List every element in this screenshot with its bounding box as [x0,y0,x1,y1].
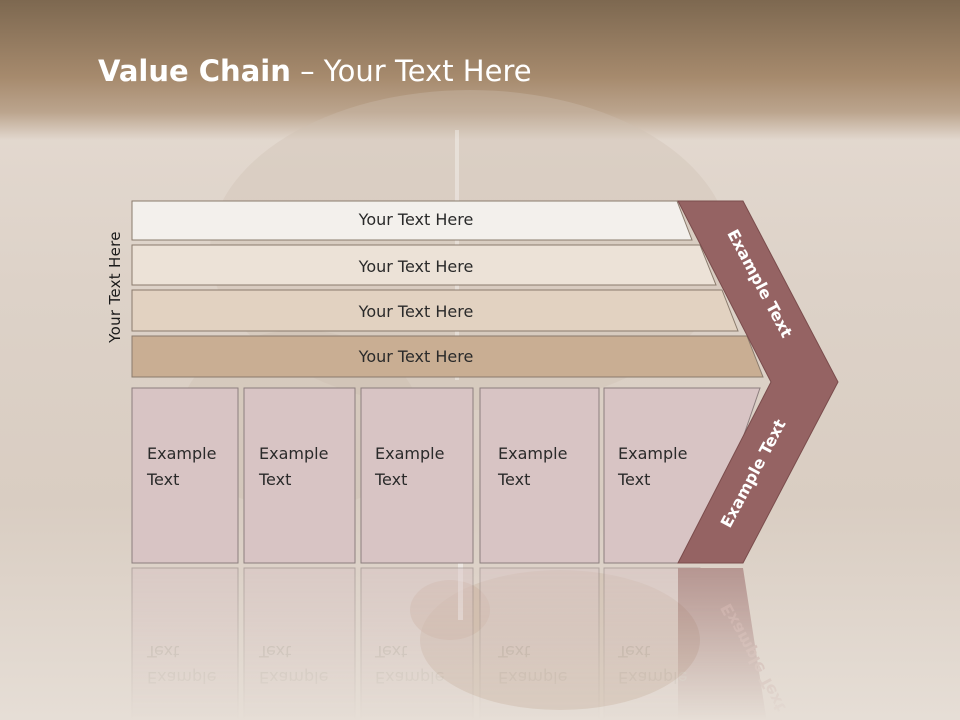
box-3-line2: Text [374,470,407,489]
margin-chevron [677,200,839,564]
reflection-box-1-line2: Text [146,642,179,661]
box-4-line1: Example [498,444,567,463]
title-bold: Value Chain [98,54,291,88]
reflection-box-5-line2: Text [617,642,650,661]
slide-title: Value Chain – Your Text Here [98,54,532,88]
box-1-line1: Example [147,444,216,463]
box-4-line2: Text [497,470,530,489]
band-2 [131,244,717,286]
band-1-label: Your Text Here [358,210,474,229]
band-4 [131,335,764,378]
reflection-chevron [678,568,767,720]
activity-box-4 [479,387,600,564]
reflection-box-5-line1: Example [618,668,687,687]
band-2-label: Your Text Here [358,257,474,276]
reflection-box-2-line1: Example [259,668,328,687]
box-5-line1: Example [618,444,687,463]
reflection-box-4 [479,567,600,720]
reflection-box-1 [131,567,239,720]
reflection-box-2-line2: Text [258,642,291,661]
box-3-line1: Example [375,444,444,463]
box-2-line1: Example [259,444,328,463]
box-1-line2: Text [146,470,179,489]
band-4-label: Your Text Here [358,347,474,366]
reflection-box-2 [243,567,356,720]
box-5-line2: Text [617,470,650,489]
activity-box-3 [360,387,474,564]
reflection: Example Text Example Text Example Text E… [131,567,790,720]
reflection-box-4-line1: Example [498,668,567,687]
reflection-box-1-line1: Example [147,668,216,687]
reflection-box-3 [360,567,474,720]
band-3 [131,289,739,332]
box-2-line2: Text [258,470,291,489]
activity-box-2 [243,387,356,564]
header-bar [0,0,960,140]
band-1 [131,200,693,241]
band-3-label: Your Text Here [358,302,474,321]
title-rest: – Your Text Here [290,54,532,88]
activity-box-1 [131,387,239,564]
reflection-box-3-line1: Example [375,668,444,687]
reflection-box-4-line2: Text [497,642,530,661]
reflection-box-3-line2: Text [374,642,407,661]
